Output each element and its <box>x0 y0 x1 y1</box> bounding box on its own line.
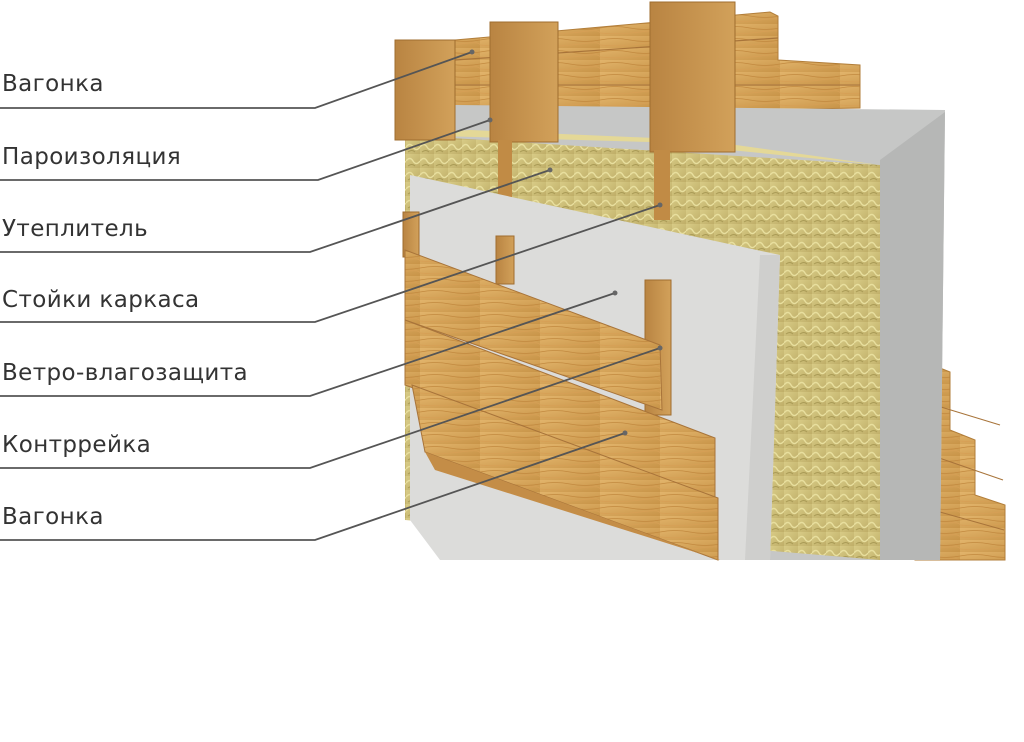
leader-line-5 <box>0 292 616 397</box>
leader-line-6 <box>0 347 661 469</box>
leader-line-3 <box>0 169 551 253</box>
leader-lines <box>0 51 661 541</box>
leader-dots <box>469 49 663 436</box>
label-wind-membrane: Ветро-влагозащита <box>2 360 249 386</box>
label-vapor-barrier: Пароизоляция <box>2 144 182 170</box>
leader-line-1 <box>0 51 473 109</box>
label-frame-studs: Стойки каркаса <box>2 287 200 313</box>
frame-studs <box>394 1 736 220</box>
leader-line-2 <box>0 119 491 181</box>
leader-line-4 <box>0 204 661 323</box>
label-lining-outer: Вагонка <box>2 504 104 530</box>
label-lining-inner: Вагонка <box>2 71 104 97</box>
label-insulation: Утеплитель <box>2 216 149 242</box>
leader-line-7 <box>0 432 626 541</box>
label-counter-batten: Контррейка <box>2 432 152 458</box>
